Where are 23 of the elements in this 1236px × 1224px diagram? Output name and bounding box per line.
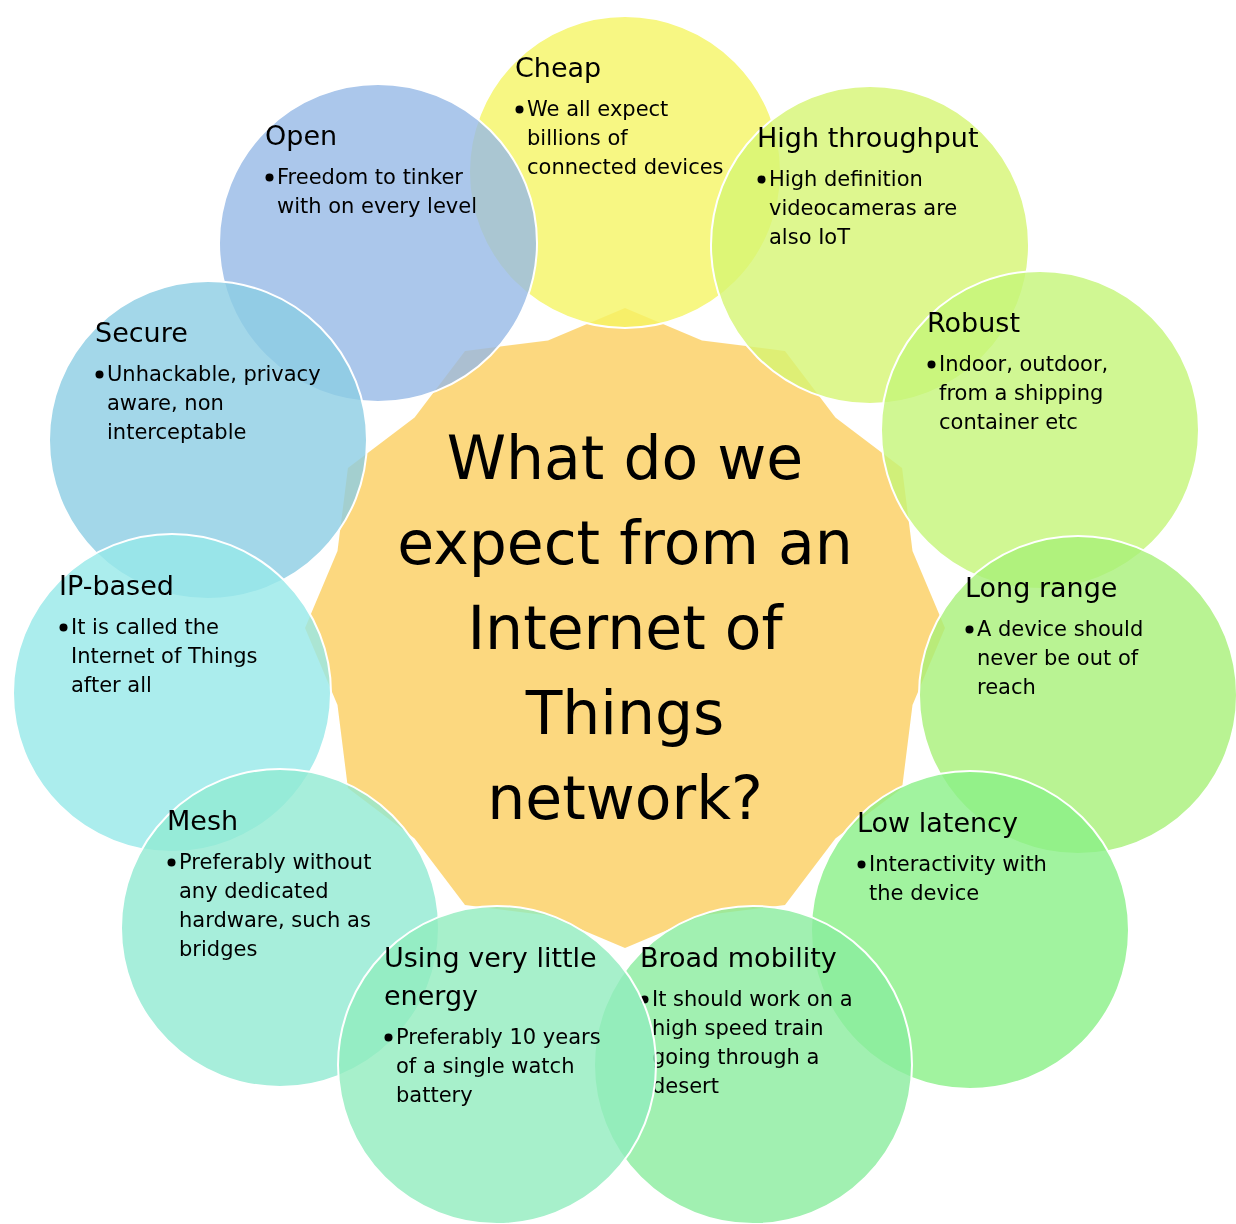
node-heading: Open xyxy=(265,120,338,151)
center-question: What do we expect from an Internet of Things network? xyxy=(396,421,854,835)
bullet-text: A device should never be out of reach xyxy=(977,617,1144,699)
bullet-text: It is called the Internet of Things after all xyxy=(71,615,258,697)
bullet-text: Preferably 10 years of a single watch battery xyxy=(396,1025,601,1107)
bullet-text: Preferably without any dedicated hardware, such as bridges xyxy=(179,850,372,961)
bullet-text: It should work on a high speed train going through a desert xyxy=(652,987,853,1098)
node-heading: IP-based xyxy=(59,570,174,601)
node-heading: High throughput xyxy=(757,122,979,153)
node-heading: Secure xyxy=(95,317,188,348)
bullet-text: Interactivity with the device xyxy=(869,852,1047,905)
bullet-text: We all expect billions of connected devices xyxy=(527,97,724,179)
node-heading: Low latency xyxy=(857,807,1018,838)
node-heading: Cheap xyxy=(515,52,602,83)
bullet-text: Freedom to tinker with on every level xyxy=(277,165,477,218)
node-heading: Long range xyxy=(965,572,1118,603)
bullet-text: High definition videocameras are also IoT xyxy=(769,167,958,249)
node-heading: Mesh xyxy=(167,805,239,836)
bullet-text: Unhackable, privacy aware, non interceptable xyxy=(107,362,321,444)
node-heading: Using very little energy xyxy=(384,942,597,1011)
node-heading: Robust xyxy=(927,307,1020,338)
node-heading: Broad mobility xyxy=(640,942,837,973)
bullet-text: Indoor, outdoor, from a shipping container etc xyxy=(939,352,1109,434)
